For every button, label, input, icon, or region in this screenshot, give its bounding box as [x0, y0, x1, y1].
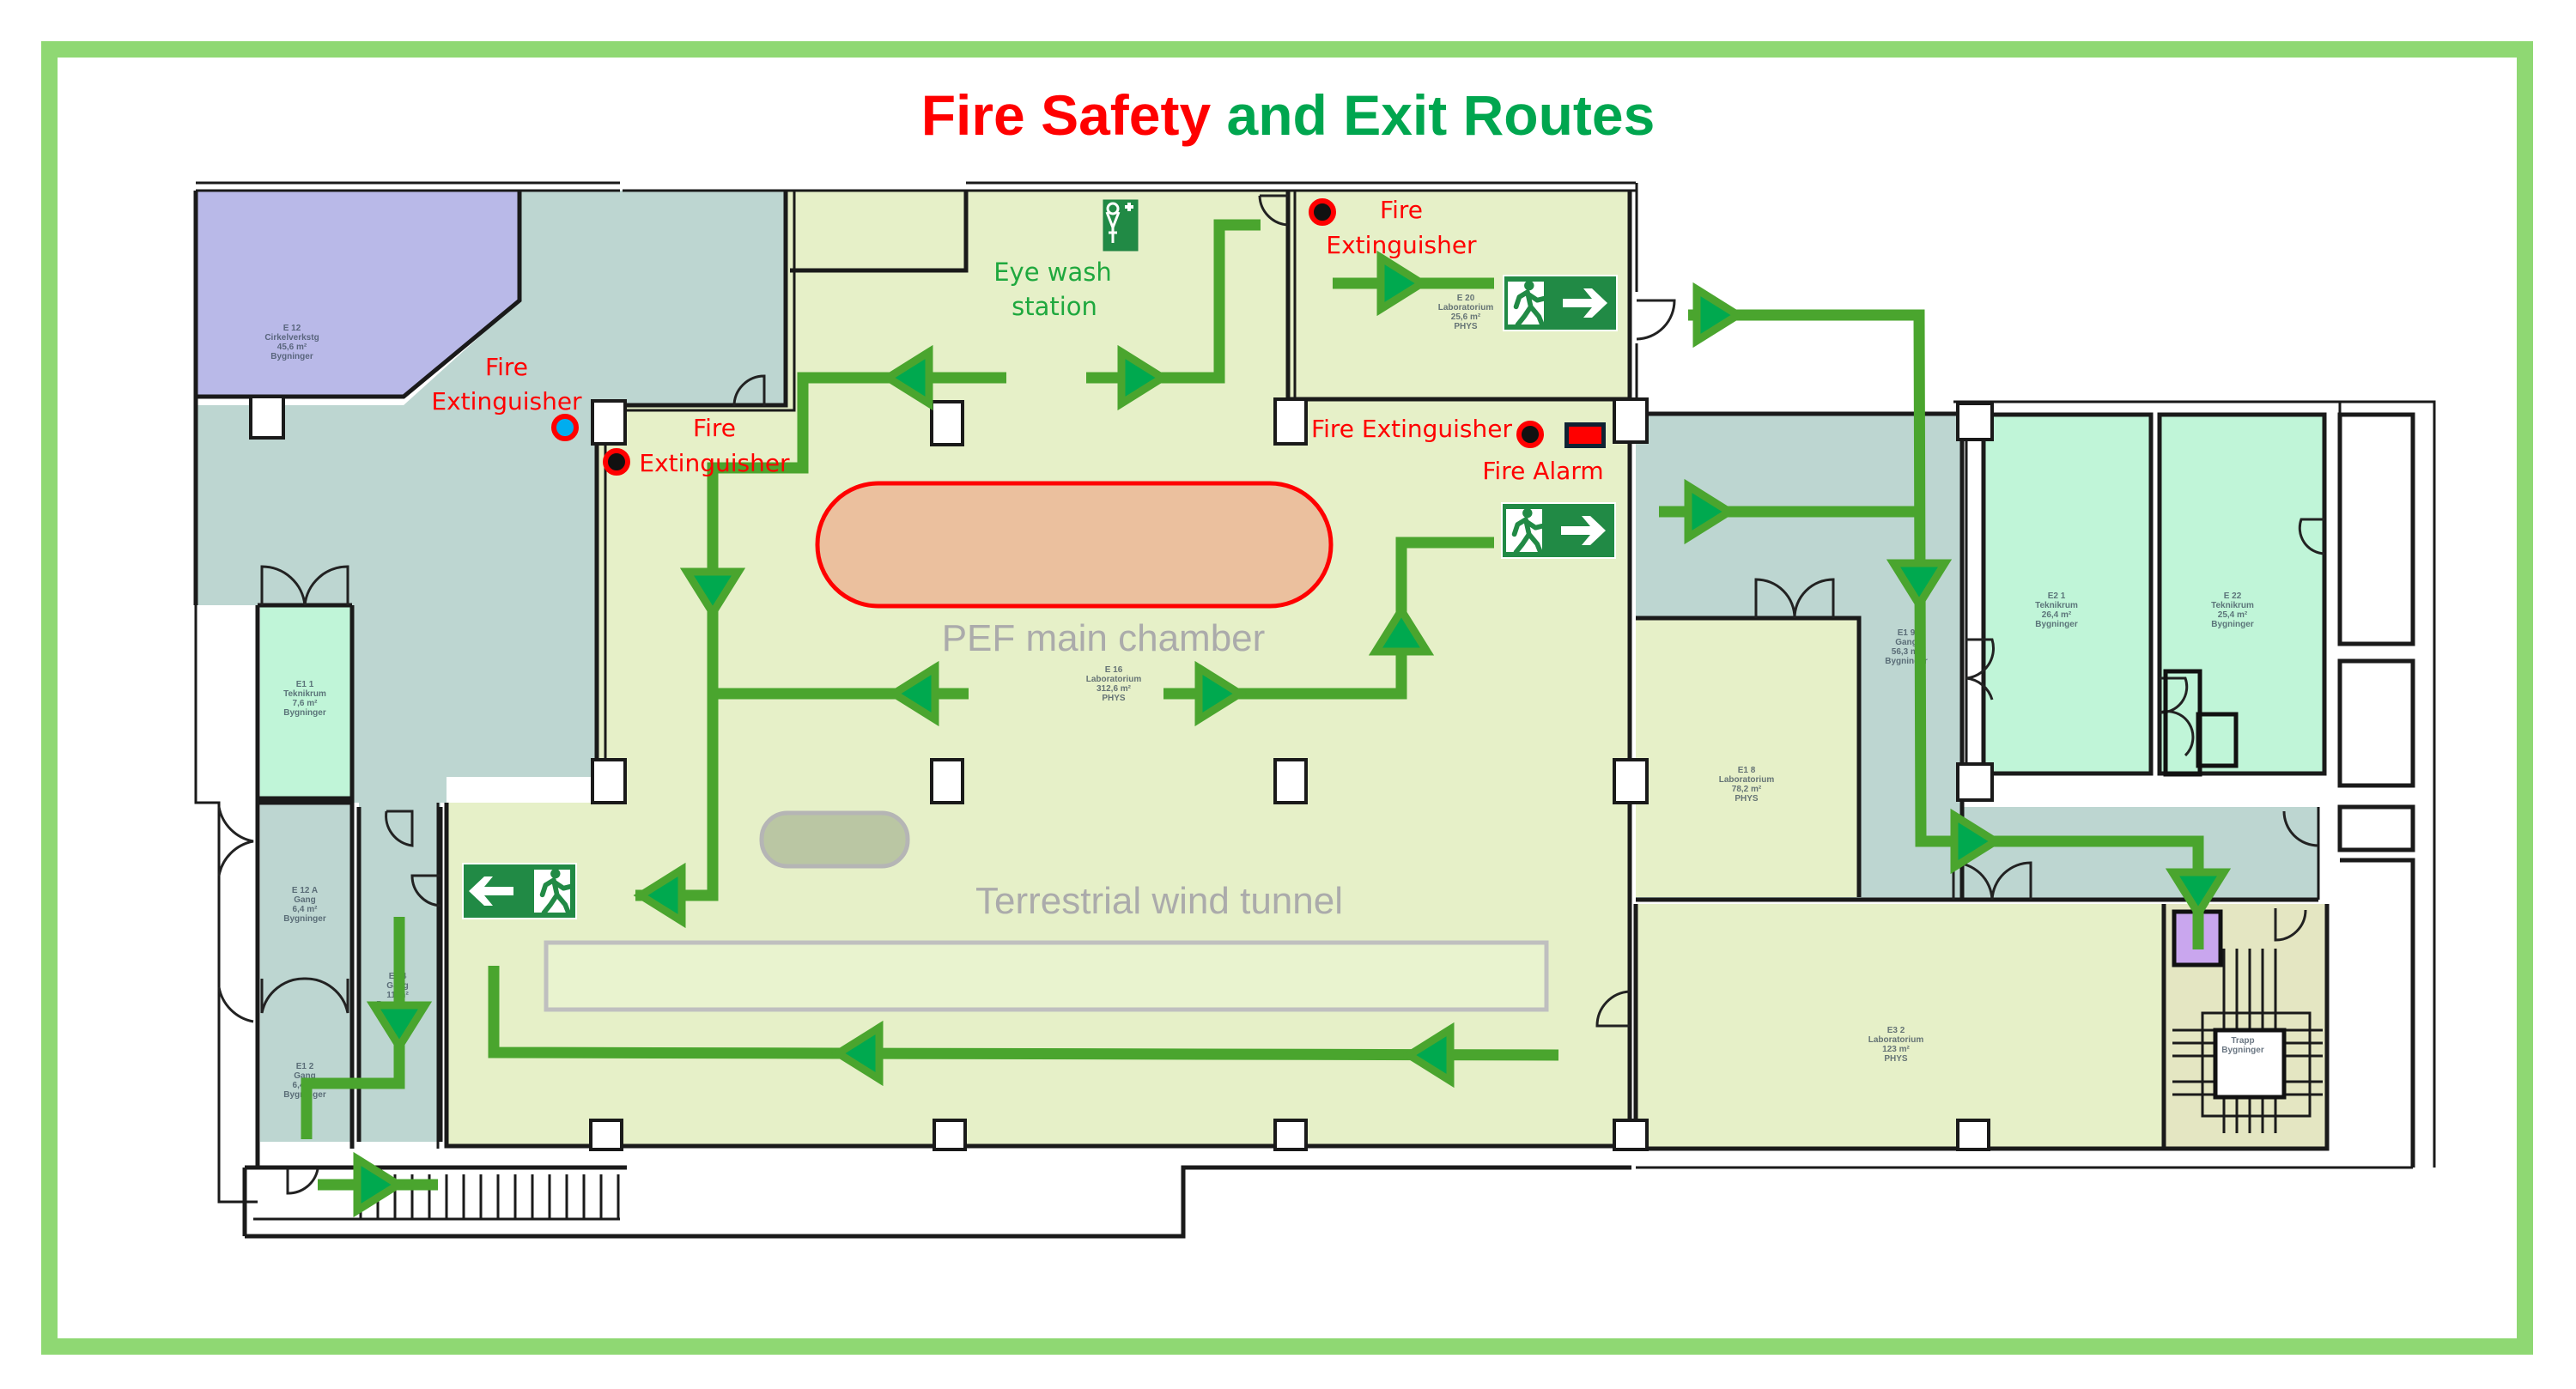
room-fills [197, 191, 2327, 1149]
walls [193, 181, 2436, 1239]
route-arrow-left-icon [830, 1020, 884, 1087]
fire-alarm-label: Fire Alarm [1482, 457, 1603, 485]
small-equipment[interactable] [759, 810, 910, 869]
route-arrow-down-icon [679, 567, 746, 621]
route-arrow-right-icon [1376, 250, 1430, 317]
eye-icon [1106, 202, 1120, 215]
fire-extinguisher-label: Fire Extinguisher [1311, 415, 1512, 443]
title-fire-safety: Fire Safety [920, 83, 1212, 147]
fire-extinguisher-corridor[interactable] [551, 414, 579, 441]
fire-extinguisher-icon [1516, 421, 1544, 448]
route-arrow-right-icon [1692, 282, 1746, 349]
fire-extinguisher-label: Extinguisher [1326, 231, 1477, 259]
page-title: Fire Safety and Exit Routes [0, 82, 2576, 148]
fire-extinguisher-icon [1309, 198, 1336, 226]
exit-sign-lab-right[interactable] [1501, 502, 1616, 559]
route-arrow-left-icon [1401, 1022, 1455, 1089]
fire-extinguisher-icon [551, 414, 579, 441]
room-e16-fill [447, 191, 1630, 1146]
eye-wash-sign[interactable] [1103, 199, 1139, 252]
terrestrial-wind-tunnel[interactable] [544, 940, 1549, 1012]
arrow-right-icon [1561, 516, 1606, 545]
doors [217, 194, 2325, 1195]
room-e11-fill [260, 605, 350, 798]
route-arrow-down-icon [2165, 868, 2232, 921]
fire-extinguisher-label: Fire [693, 414, 736, 442]
room-e32-fill [1636, 904, 2164, 1149]
title-exit-routes: and Exit Routes [1226, 83, 1656, 147]
route-arrow-up-icon [1368, 603, 1435, 656]
route-arrow-right-icon [1117, 344, 1170, 411]
fire-extinguisher-label: Extinguisher [431, 387, 582, 415]
fire-extinguisher-label: Fire [1380, 196, 1423, 224]
fire-extinguisher-label: Extinguisher [639, 449, 790, 477]
route-arrow-left-icon [886, 660, 939, 727]
exit-sign-top-room[interactable] [1503, 275, 1618, 331]
exit-sign-lab-left[interactable] [462, 863, 577, 919]
route-arrow-right-icon [353, 1151, 406, 1218]
route-line [488, 966, 1559, 1061]
fire-extinguisher-icon [603, 448, 630, 476]
room-e22-fill [2160, 415, 2324, 773]
fire-extinguisher-lab-left[interactable] [603, 448, 630, 476]
route-line [301, 917, 405, 1139]
fire-extinguisher-top-room[interactable] [1309, 198, 1336, 226]
first-aid-cross-icon [1125, 203, 1133, 211]
route-arrow-down-icon [366, 1001, 433, 1054]
route-arrow-right-icon [1684, 478, 1737, 545]
route-arrow-left-icon [880, 344, 933, 411]
corridor-upper-left-fill [197, 191, 966, 803]
room-e18-fill [1636, 618, 1859, 897]
wind-tunnel-label: Terrestrial wind tunnel [975, 880, 1343, 922]
pillars [249, 395, 1994, 1151]
route-arrowheads [353, 250, 2232, 1218]
route-arrow-down-icon [1886, 559, 1953, 612]
arrow-right-icon [1563, 288, 1607, 318]
fire-extinguisher-label: Fire [485, 353, 528, 381]
route-arrow-left-icon [633, 862, 686, 929]
room-e21-fill [1984, 415, 2151, 773]
eye-wash-label-line2: station [1012, 292, 1097, 321]
eye-wash-label-line1: Eye wash [993, 258, 1112, 287]
pef-main-chamber-label: PEF main chamber [942, 617, 1266, 659]
fire-alarm[interactable] [1564, 422, 1606, 448]
pef-main-chamber[interactable] [815, 481, 1334, 609]
route-arrow-right-icon [1194, 660, 1248, 727]
room-e12-fill [197, 191, 519, 397]
small-stair-treads [2196, 712, 2239, 768]
arrow-left-icon [469, 876, 513, 906]
route-line [635, 372, 1006, 901]
route-arrow-right-icon [1950, 808, 2003, 875]
fire-extinguisher-lab-right[interactable] [1516, 421, 1544, 448]
